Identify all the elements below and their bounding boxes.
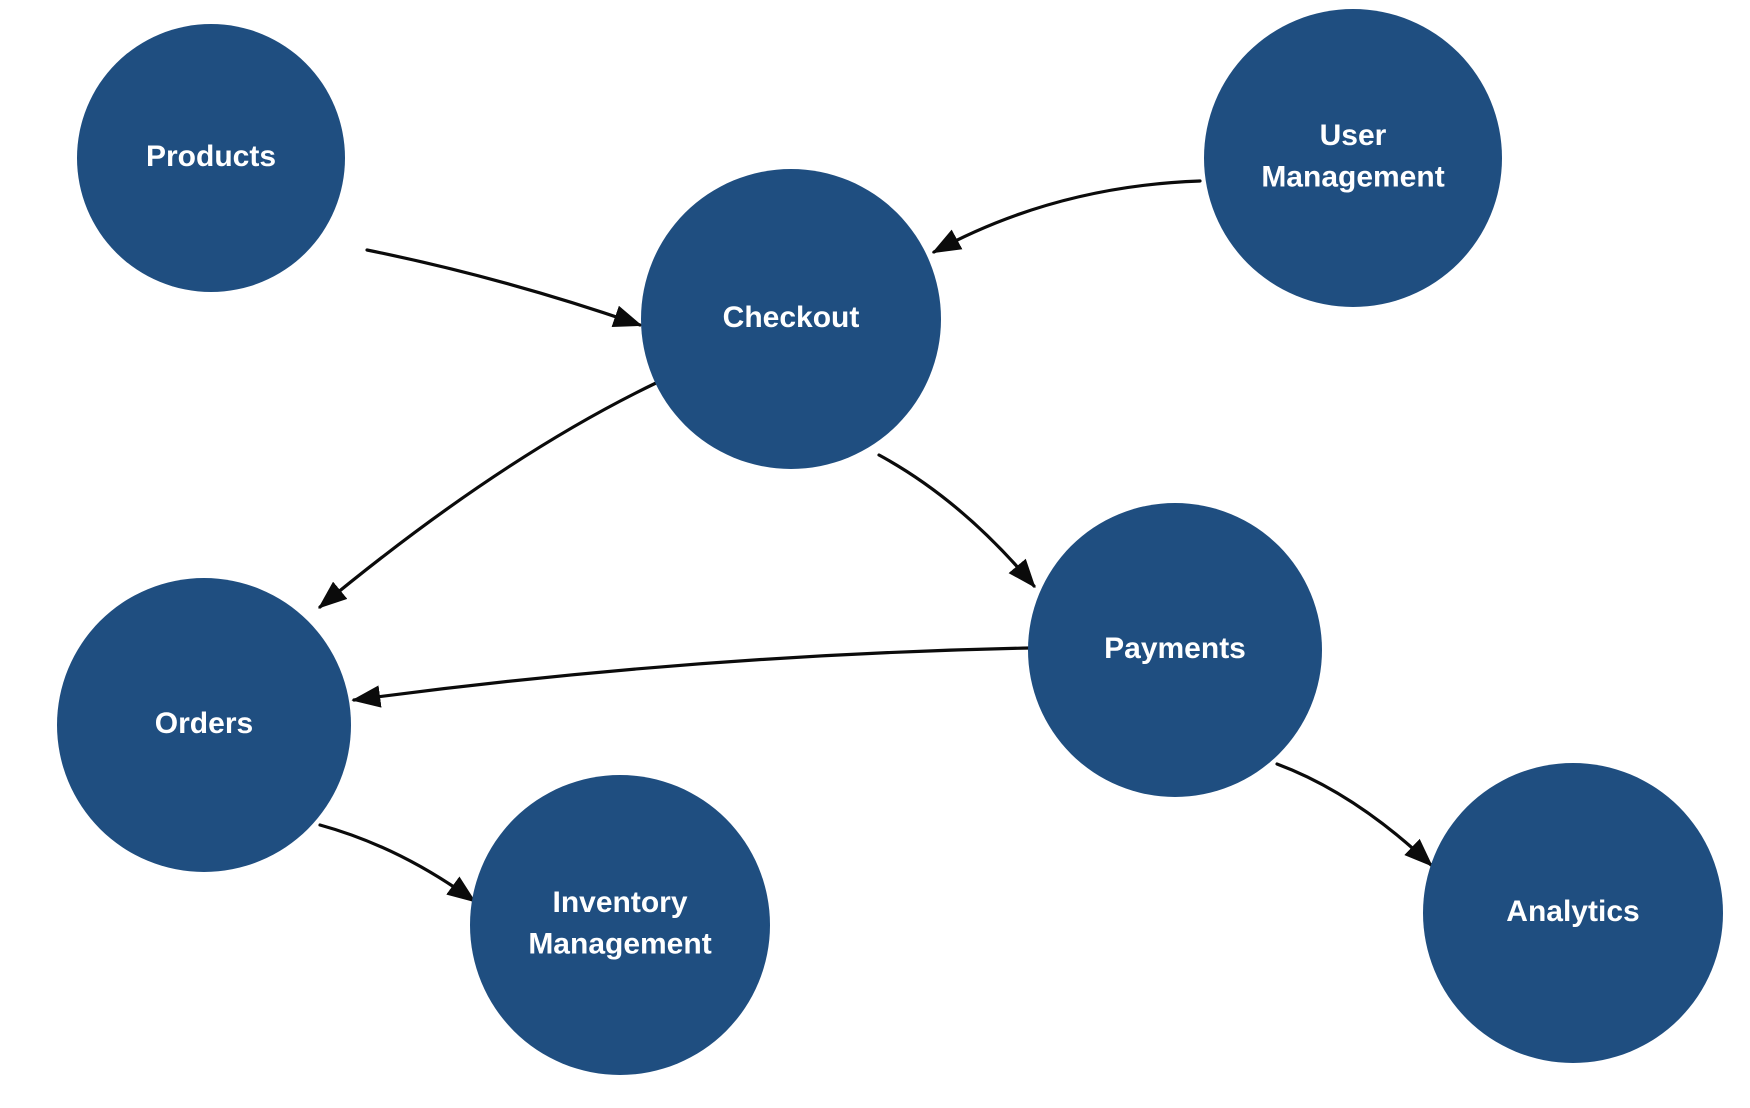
node-orders[interactable]: Orders — [57, 578, 351, 872]
edge-checkout-to-orders — [318, 381, 658, 609]
node-circle-products[interactable] — [77, 24, 345, 292]
edge-checkout-to-payments — [877, 453, 1036, 588]
node-circle-user-management[interactable] — [1204, 9, 1502, 307]
edge-products-to-checkout — [365, 248, 643, 327]
edge-payments-to-analytics — [1275, 762, 1433, 867]
node-circle-analytics[interactable] — [1423, 763, 1723, 1063]
node-products[interactable]: Products — [77, 24, 345, 292]
node-circle-inventory-management[interactable] — [470, 775, 770, 1075]
node-circle-payments[interactable] — [1028, 503, 1322, 797]
edges-layer — [318, 179, 1433, 903]
node-circle-orders[interactable] — [57, 578, 351, 872]
edge-payments-to-orders — [351, 646, 1032, 708]
node-checkout[interactable]: Checkout — [641, 169, 941, 469]
edge-orders-to-inventory-management — [318, 823, 477, 903]
node-circle-checkout[interactable] — [641, 169, 941, 469]
node-analytics[interactable]: Analytics — [1423, 763, 1723, 1063]
edge-user-management-to-checkout — [931, 179, 1202, 254]
node-payments[interactable]: Payments — [1028, 503, 1322, 797]
